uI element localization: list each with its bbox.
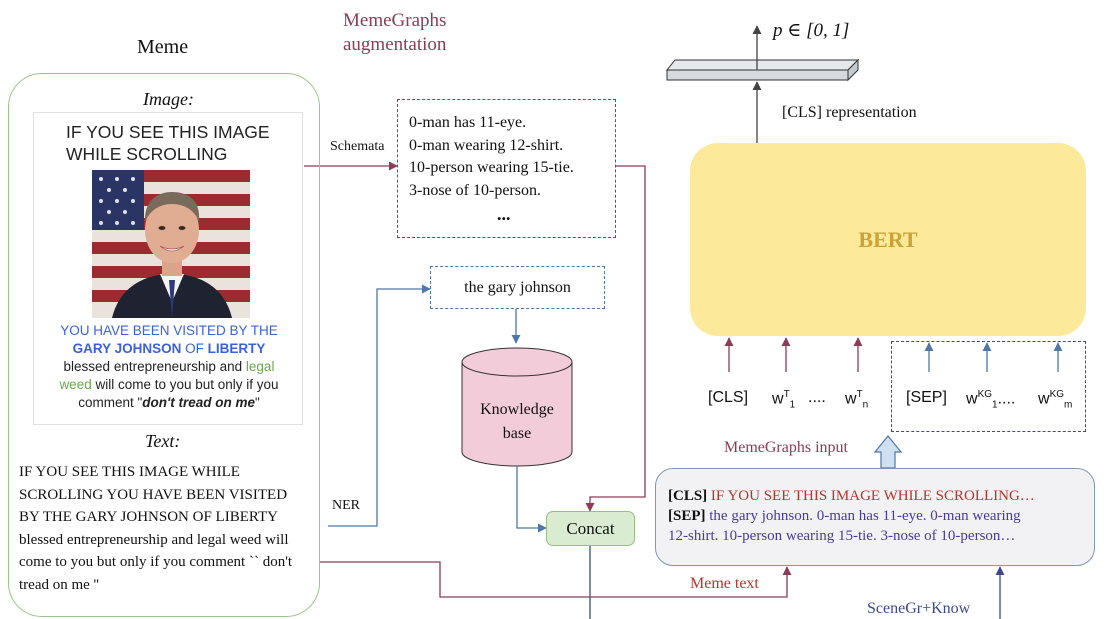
token-wtn-sub: n (862, 399, 869, 411)
token-wtn-base: w (845, 390, 857, 408)
kb-to-concat-arrow (516, 466, 547, 533)
memegraphs-input-box: [CLS] IF YOU SEE THIS IMAGE WHILE SCROLL… (655, 468, 1095, 566)
augmentation-title-line1: MemeGraphs (343, 10, 447, 31)
schemata-label: Schemata (330, 139, 385, 154)
caption-line3: blessed entrepreneurship and (63, 359, 246, 374)
meme-text-block: IF YOU SEE THIS IMAGE WHILE SCROLLING YO… (19, 461, 319, 596)
token-wkg1-sub: 1 (992, 399, 998, 411)
token-wtn: wTn (845, 389, 868, 411)
schemata-line: 0-man has 11-eye. (409, 114, 527, 131)
caption-weed: weed (59, 377, 92, 392)
cls-representation-label: [CLS] representation (782, 104, 917, 121)
caption-quote: don't tread on me (142, 395, 255, 410)
caption-endquote: " (254, 395, 260, 410)
knowledge-base-cylinder (461, 347, 573, 467)
token-wkg1-sup: KG (977, 389, 993, 400)
bert-box: BERT (690, 143, 1086, 336)
meme-text-line: blessed entrepreneurship and legal weed … (19, 531, 289, 548)
token-dots2: .... (997, 390, 1016, 408)
caption-liberty: LIBERTY (207, 341, 266, 356)
input-sep-tag: [SEP] (668, 508, 706, 524)
knowledge-base-line2: base (502, 425, 532, 442)
meme-image: IF YOU SEE THIS IMAGE WHILE SCROLLING (33, 112, 303, 425)
output-layer-bar (665, 58, 860, 82)
caption-of: OF (181, 341, 208, 356)
kg-token-group (891, 341, 1086, 432)
caption-line1: YOU HAVE BEEN VISITED BY THE (60, 323, 278, 338)
memegraphs-input-label: MemeGraphs input (724, 439, 848, 456)
meme-text-line: BY THE GARY JOHNSON OF LIBERTY (19, 509, 278, 525)
caption-comment: comment " (78, 395, 143, 410)
schemata-line: 0-man wearing 12-shirt. (409, 136, 564, 154)
concat-box: Concat (546, 511, 635, 546)
token-wtn-sup: T (856, 389, 863, 400)
caption-legal: legal (245, 359, 275, 374)
caption-line4: will come to you but only if you (91, 377, 279, 392)
token-wkgm-sub: m (1064, 399, 1073, 411)
memegraphs-input-block-arrow (873, 435, 903, 469)
meme-text-label: Text: (145, 431, 181, 451)
input-cls-tag: [CLS] (668, 488, 708, 504)
meme-text-line: SCROLLING YOU HAVE BEEN VISITED (19, 486, 288, 503)
token-wkg1: wKG1.... (966, 389, 1015, 411)
knowledge-base-line1: Knowledge (480, 401, 554, 418)
token-wt1-sub: 1 (789, 399, 796, 411)
entity-box: the gary johnson (430, 266, 605, 309)
token-wt1-sup: T (783, 389, 790, 400)
bert-label: BERT (858, 226, 918, 252)
schemata-line: 3-nose of 10-person. (409, 181, 541, 199)
token-wkg1-base: w (966, 390, 978, 408)
token-wt1: wT1 (772, 389, 795, 411)
ner-arrow (328, 284, 431, 527)
meme-panel (8, 73, 320, 617)
token-wt1-base: w (772, 390, 784, 408)
augmentation-title-line2: augmentation (343, 34, 447, 55)
meme-text-line: IF YOU SEE THIS IMAGE WHILE (19, 464, 240, 480)
token-sep: [SEP] (906, 389, 947, 406)
entity-text: the gary johnson (464, 278, 571, 296)
meme-image-label: Image: (143, 89, 194, 109)
meme-image-caption: YOU HAVE BEEN VISITED BY THE GARY JOHNSO… (34, 322, 302, 412)
meme-image-top-text: IF YOU SEE THIS IMAGE WHILE SCROLLING (66, 122, 270, 164)
schemata-box: 0-man has 11-eye. 0-man wearing 12-shirt… (397, 99, 616, 238)
ner-label: NER (332, 498, 360, 513)
knowledge-base-label: Knowledge base (462, 398, 572, 446)
augmentation-title: MemeGraphs augmentation (343, 9, 446, 57)
output-formula: p ∈ [0, 1] (773, 20, 850, 41)
token-wkgm: wKGm (1038, 389, 1072, 411)
input-sep-text-line2: 12-shirt. 10-person wearing 15-tie. 3-no… (668, 528, 1016, 544)
token-wkgm-base: w (1038, 390, 1050, 408)
schemata-to-concat-arrow (585, 165, 646, 512)
concat-label: Concat (566, 518, 615, 538)
token-wkgm-sup: KG (1049, 389, 1065, 400)
meme-text-line: come to you but only if you comment `` d… (19, 554, 293, 570)
meme-text-flow-label: Meme text (690, 575, 759, 592)
schemata-line: 10-person wearing 15-tie. (409, 159, 574, 176)
meme-text-arrow (320, 561, 792, 598)
input-cls-text: IF YOU SEE THIS IMAGE WHILE SCROLLING… (707, 488, 1035, 504)
portrait-photo (92, 170, 250, 318)
meme-text-line: tread on me '' (19, 576, 99, 593)
scenegr-label: SceneGr+Know (867, 600, 971, 617)
caption-name: GARY JOHNSON (72, 341, 182, 356)
token-dots1: .... (808, 389, 826, 406)
token-cls: [CLS] (708, 389, 749, 406)
input-sep-text-line1: the gary johnson. 0-man has 11-eye. 0-ma… (705, 508, 1021, 524)
schemata-ellipsis: ... (497, 204, 511, 224)
meme-title: Meme (137, 36, 189, 58)
